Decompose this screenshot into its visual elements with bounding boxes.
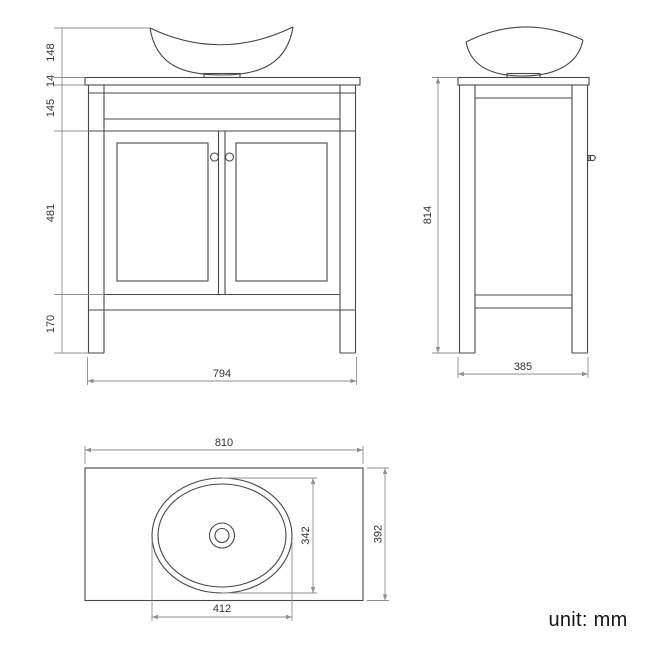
front-basin-rim-curve [149,26,294,46]
top-dim-worktop-width: 810 [215,437,233,449]
top-basin-outer-rim [151,477,293,594]
top-worktop [84,467,364,602]
front-basin-bowl-outline [149,26,294,76]
front-cabinet-frame [87,85,357,354]
side-vessel-basin [465,26,584,79]
front-dim-overall-width: 794 [213,368,231,380]
top-dim-lines [84,446,389,621]
top-dim-worktop-depth: 392 [372,525,384,543]
front-dim-lines [54,27,357,385]
top-view: 810 392 342 412 [84,437,389,621]
front-dim-apron-height: 145 [45,99,57,117]
front-cabinet [84,76,361,354]
front-dimensions: 148 14 145 481 170 794 [45,27,357,385]
top-worktop-outline [84,467,364,602]
top-dim-arrowheads [85,447,388,620]
unit-label: unit: mm [548,609,627,631]
front-left-door-knob [209,152,220,162]
front-dim-worktop-thickness: 14 [45,75,57,87]
side-basin-rim-curve [465,26,584,43]
side-dim-overall-depth: 385 [514,361,532,373]
front-worktop [84,76,361,86]
side-cabinet-frame [458,85,589,354]
front-vessel-basin [149,26,294,79]
side-view: 814 385 [422,26,596,378]
front-dim-door-height: 481 [45,204,57,222]
side-knob-ball [589,154,596,162]
front-dim-basin-height: 148 [45,43,57,61]
front-view: 148 14 145 481 170 794 [45,26,361,385]
side-dimensions: 814 385 [422,77,589,378]
top-dim-basin-cutout-depth: 342 [300,526,312,544]
front-right-door-panel [235,142,328,282]
top-drain-outer [208,522,236,549]
side-door-knob [587,154,596,162]
front-right-door-knob [224,152,235,162]
side-dim-arrowheads [435,77,588,377]
top-dimensions: 810 392 342 412 [84,437,389,621]
front-dim-leg-height: 170 [45,315,57,333]
side-worktop [457,76,590,86]
top-basin-inner-rim [157,483,287,588]
top-drain-inner [214,527,230,544]
side-dim-lines [432,77,589,378]
side-basin-bowl-outline [465,39,584,77]
front-door-split [217,131,226,295]
side-dim-overall-height: 814 [422,206,434,224]
front-left-door-panel [116,142,209,282]
side-cabinet [457,76,596,354]
side-knob-stem [587,154,592,162]
top-dim-basin-cutout-width: 412 [213,603,231,615]
